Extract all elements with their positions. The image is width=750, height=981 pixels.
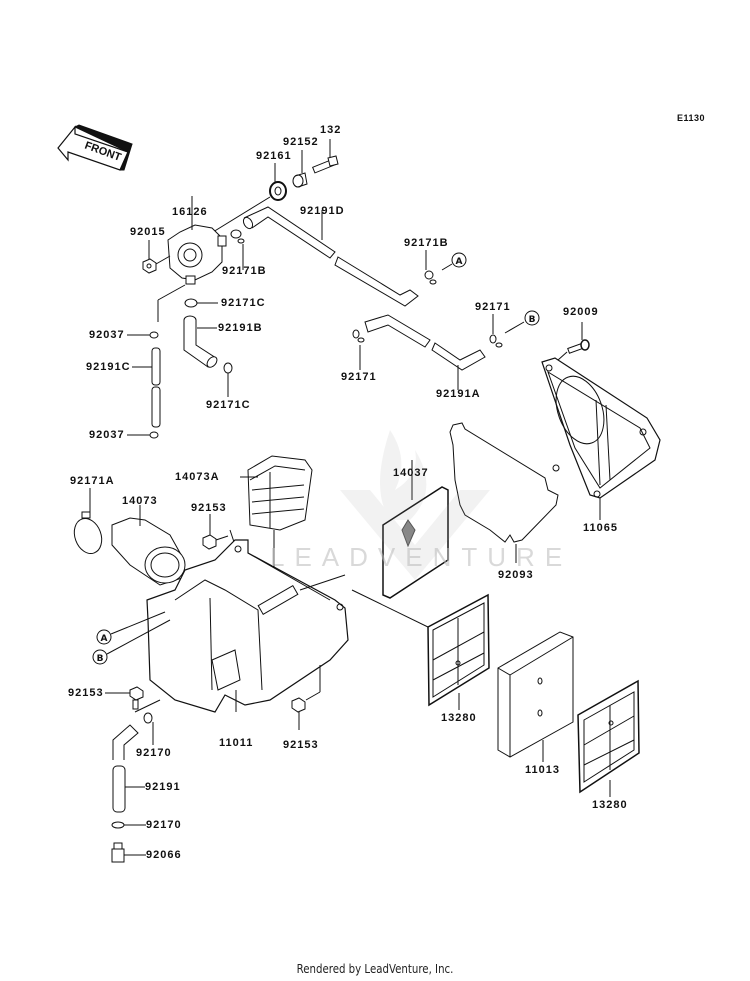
part-label-16126: 16126 xyxy=(172,206,208,218)
callout-a-label-2: A xyxy=(101,634,108,644)
part-label-92191C: 92191C xyxy=(86,361,131,373)
housing-11011 xyxy=(147,540,430,712)
foam-11013 xyxy=(498,632,573,762)
part-label-92171-1: 92171 xyxy=(341,371,377,383)
part-label-92015: 92015 xyxy=(130,226,166,238)
duct-14073 xyxy=(112,505,185,585)
part-label-92191A: 92191A xyxy=(436,388,481,400)
part-label-92037-2: 92037 xyxy=(89,429,125,441)
hose-92191D xyxy=(242,207,418,306)
part-label-92191: 92191 xyxy=(145,781,181,793)
part-label-92171C-1: 92171C xyxy=(221,297,266,309)
part-label-92171A: 92171A xyxy=(70,475,115,487)
clamp-92171C-2 xyxy=(224,363,232,397)
callout-a-2: A xyxy=(97,612,165,644)
part-label-92093: 92093 xyxy=(498,569,534,581)
clamp-92171-1 xyxy=(353,330,364,370)
part-label-14037: 14037 xyxy=(393,467,429,479)
bolt-132 xyxy=(313,139,338,173)
fitting-92066 xyxy=(112,843,146,862)
part-label-92153-2: 92153 xyxy=(68,687,104,699)
hose-92191B xyxy=(184,316,219,369)
part-label-92191D: 92191D xyxy=(300,205,345,217)
clamp-92171B-2 xyxy=(425,250,452,284)
collar-92152 xyxy=(293,150,307,187)
clamp-92171B-1 xyxy=(231,230,244,270)
part-label-14073A: 14073A xyxy=(175,471,220,483)
part-label-92191B: 92191B xyxy=(218,322,263,334)
part-label-11013: 11013 xyxy=(525,764,560,776)
clamp-92171C-1 xyxy=(185,299,218,307)
part-label-11065: 11065 xyxy=(583,522,618,534)
clamp-92171A xyxy=(70,488,107,557)
part-label-11011: 11011 xyxy=(219,737,254,749)
part-label-92170-2: 92170 xyxy=(146,819,182,831)
part-label-132: 132 xyxy=(320,124,342,136)
clamp-92170-1 xyxy=(144,713,153,745)
part-label-92066: 92066 xyxy=(146,849,182,861)
clamp-92171-2 xyxy=(490,314,524,347)
diagram-code: E1130 xyxy=(677,113,706,123)
part-label-92152: 92152 xyxy=(283,136,319,148)
valve-16126 xyxy=(158,196,226,322)
part-label-92171B-1: 92171B xyxy=(222,265,267,277)
part-label-92161: 92161 xyxy=(256,150,292,162)
clamp-92170-2 xyxy=(112,822,146,828)
grommet-92161 xyxy=(200,163,286,240)
part-label-92037-1: 92037 xyxy=(89,329,125,341)
part-label-14073: 14073 xyxy=(122,495,158,507)
part-label-92171-2: 92171 xyxy=(475,301,511,313)
bolt-92153-2 xyxy=(105,687,160,712)
part-label-92153-3: 92153 xyxy=(283,739,319,751)
cover-11065 xyxy=(542,358,660,520)
part-label-92153-1: 92153 xyxy=(191,502,227,514)
frame-13280-2 xyxy=(578,681,639,797)
nut-92015 xyxy=(143,240,170,273)
hose-92191 xyxy=(113,725,145,812)
part-label-13280-2: 13280 xyxy=(592,799,628,811)
bolt-92153-1 xyxy=(203,514,235,549)
front-arrow-icon: FRONT xyxy=(58,125,132,170)
callout-a-1: A xyxy=(452,253,466,267)
screen-14037 xyxy=(383,460,448,598)
part-label-13280-1: 13280 xyxy=(441,712,477,724)
part-label-92170-1: 92170 xyxy=(136,747,172,759)
callout-b-label-2: B xyxy=(97,654,104,664)
watermark-text: LEADVENTURE xyxy=(270,542,573,572)
frame-13280-1 xyxy=(428,595,489,710)
clamp-92037-2 xyxy=(127,432,158,438)
part-label-92171C-2: 92171C xyxy=(206,399,251,411)
bolt-92153-3 xyxy=(292,665,320,730)
part-label-92009: 92009 xyxy=(563,306,599,318)
screw-92009 xyxy=(558,322,589,360)
callout-a-label: A xyxy=(456,257,463,267)
part-label-92171B-2: 92171B xyxy=(404,237,449,249)
callout-b-2: B xyxy=(93,620,170,664)
hose-92191A xyxy=(365,315,485,390)
callout-b-label: B xyxy=(529,315,536,325)
clamp-92037-1 xyxy=(127,332,158,338)
hose-92191C xyxy=(132,348,160,427)
footer-credit: Rendered by LeadVenture, Inc. xyxy=(296,962,454,976)
callout-b-1: B xyxy=(525,311,539,325)
gasket-92093 xyxy=(450,423,558,563)
